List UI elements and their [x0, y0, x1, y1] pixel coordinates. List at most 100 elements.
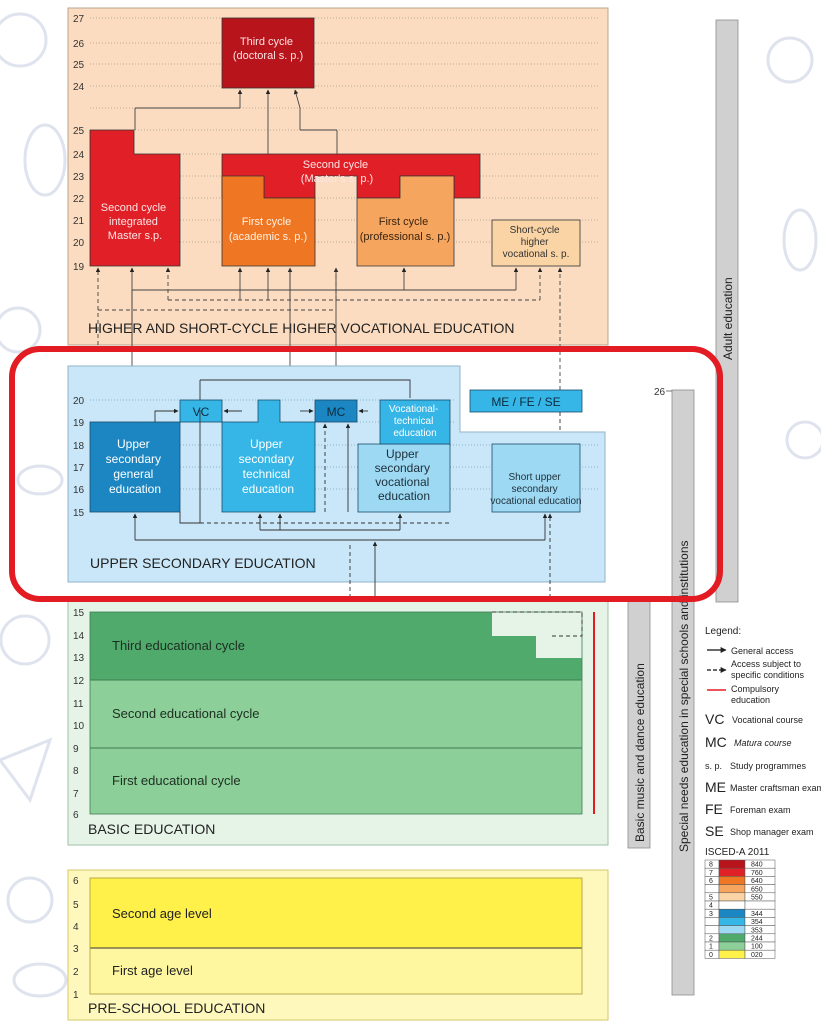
short-cycle-line3: vocational s. p. — [503, 249, 570, 260]
age-label: 4 — [73, 922, 79, 933]
age-label: 9 — [73, 744, 79, 755]
isced-code-cell — [744, 949, 776, 959]
age-label: 15 — [73, 608, 85, 619]
voc-tech-line3: education — [393, 428, 436, 439]
isced-color-swatch — [718, 867, 746, 877]
legend-compulsory-1: Compulsory — [731, 684, 780, 694]
legend: Legend: General access Access subject to… — [704, 626, 821, 959]
third-cycle-line2: (doctoral s. p.) — [233, 50, 303, 62]
special-needs-label: Special needs education in special schoo… — [677, 540, 691, 852]
legend-title: Legend: — [705, 626, 741, 637]
legend-vc-code: VC — [705, 711, 724, 727]
technical-line1: Upper — [250, 437, 283, 451]
age-label: 25 — [73, 126, 85, 137]
third-cycle-line1: Third cycle — [240, 36, 293, 48]
age-label: 24 — [73, 82, 85, 93]
upper-general-box: Upper secondary general education — [89, 421, 181, 513]
isced-level-label: 5 — [709, 895, 713, 902]
isced-code-label: 353 — [751, 927, 763, 934]
me-fe-se-box: ME / FE / SE — [469, 389, 583, 413]
age-label: 26 — [73, 39, 85, 50]
third-cycle-box: Third cycle (doctoral s. p.) — [221, 17, 315, 89]
age-axis-higher-bottom: 25 24 23 22 21 20 19 — [73, 126, 85, 273]
mc-box: MC — [314, 399, 358, 423]
general-line2: secondary — [106, 452, 161, 466]
isced-level-cell — [704, 917, 720, 926]
short-cycle-line2: higher — [521, 237, 549, 248]
integrated-line1: Second cycle — [101, 202, 166, 214]
age-label: 22 — [73, 194, 85, 205]
legend-conditional-2: specific conditions — [731, 670, 805, 680]
first-cycle-academic-box: First cycle (academic s. p.) — [221, 175, 316, 267]
age-label: 14 — [73, 631, 85, 642]
first-cycle-label: First educational cycle — [112, 773, 241, 788]
legend-fe-text: Foreman exam — [730, 805, 791, 815]
isced-code-label: 760 — [751, 870, 763, 877]
isced-level-label: 2 — [709, 936, 713, 943]
technical-line2: secondary — [239, 452, 294, 466]
isced-level-cell — [704, 925, 720, 935]
svg-text:Vocational- technical: Vocational- technical education — [389, 404, 441, 439]
me-fe-se-label: ME / FE / SE — [491, 395, 560, 409]
isced-color-swatch — [718, 908, 746, 918]
isced-color-swatch — [718, 941, 746, 951]
legend-sp-code: s. p. — [705, 761, 722, 771]
svg-text:Short-cycle higher: Short-cycle higher vocational s. p. — [503, 225, 570, 260]
isced-code-label: 650 — [751, 886, 763, 893]
age-axis-basic: 15 14 13 12 11 10 9 8 7 6 — [73, 608, 85, 821]
preschool-section-title: PRE-SCHOOL EDUCATION — [88, 1000, 265, 1016]
isced-color-swatch — [718, 900, 746, 910]
isced-color-swatch — [718, 917, 746, 926]
vocational-technical-box: Vocational- technical education — [379, 399, 451, 445]
svg-text:Short upper secondary: Short upper secondary vocational educati… — [490, 472, 581, 507]
second-cycle-integrated-box: Second cycle integrated Master s.p. — [89, 129, 181, 267]
age-label: 19 — [73, 418, 85, 429]
isced-level-label: 4 — [709, 903, 713, 910]
age-label: 20 — [73, 396, 85, 407]
adult-education-bar: Adult education — [715, 19, 739, 603]
legend-mc-text: Matura course — [734, 738, 792, 748]
second-cycle-line2: (Master's s. p.) — [301, 173, 373, 185]
upper-technical-box: Upper secondary technical education — [221, 399, 316, 513]
svg-text:First cycle (professiona: First cycle (professional s. p.) — [360, 216, 450, 243]
integrated-line2: integrated — [109, 216, 158, 228]
legend-general-access: General access — [731, 646, 794, 656]
technical-line3: technical — [243, 467, 290, 481]
legend-me-code: ME — [705, 779, 726, 795]
legend-vc-text: Vocational course — [732, 715, 803, 725]
age-label: 13 — [73, 653, 85, 664]
isced-color-swatch — [718, 933, 746, 943]
isced-code-label: 840 — [751, 862, 763, 869]
upper-vocational-box: Upper secondary vocational education — [357, 443, 451, 513]
legend-compulsory-2: education — [731, 695, 770, 705]
svg-text:Upper secondary ge: Upper secondary general education — [106, 437, 165, 496]
legend-me-text: Master craftsman exam — [730, 783, 821, 793]
isced-code-label: 100 — [751, 944, 763, 951]
isced-level-cell — [704, 884, 720, 894]
legend-se-text: Shop manager exam — [730, 827, 814, 837]
vocational-line4: education — [378, 489, 430, 503]
isced-color-swatch — [718, 859, 746, 869]
professional-line2: (professional s. p.) — [360, 231, 450, 243]
first-cycle-professional-box: First cycle (professional s. p.) — [356, 175, 455, 267]
short-upper-vocational-box: Short upper secondary vocational educati… — [490, 443, 582, 513]
basic-section-title: BASIC EDUCATION — [88, 821, 215, 837]
age-label: 18 — [73, 441, 85, 452]
age-label: 3 — [73, 944, 79, 955]
legend-sp-text: Study programmes — [730, 761, 807, 771]
music-dance-bar: Basic music and dance education — [627, 599, 651, 849]
highlight-frame — [9, 346, 723, 602]
age-label: 15 — [73, 508, 85, 519]
age-label: 23 — [73, 172, 85, 183]
age-label: 17 — [73, 463, 85, 474]
general-line3: general — [113, 467, 153, 481]
age-label: 16 — [73, 485, 85, 496]
isced-title: ISCED-A 2011 — [705, 847, 770, 858]
isced-color-swatch — [718, 892, 746, 902]
upper-connectors — [132, 379, 561, 612]
age-label: 19 — [73, 262, 85, 273]
age-label: 6 — [73, 810, 79, 821]
short-vocational-line1: Short upper — [508, 472, 561, 483]
